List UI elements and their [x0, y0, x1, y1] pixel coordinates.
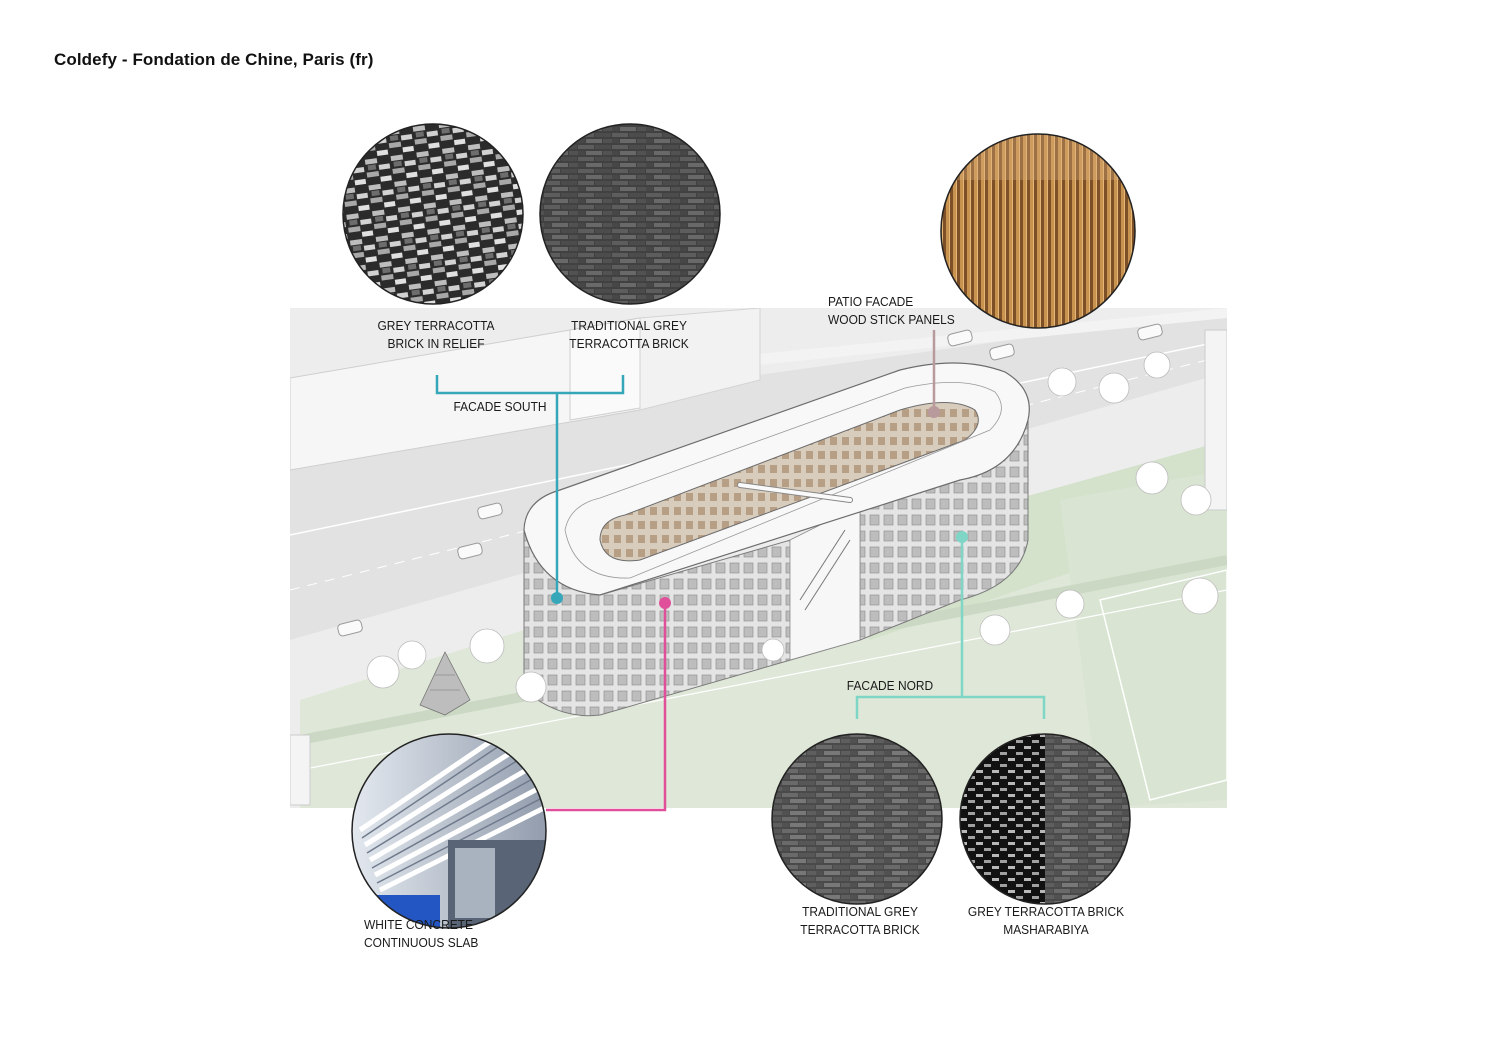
masharabiya-label-line1: GREY TERRACOTTA BRICK — [967, 904, 1125, 919]
wood-panels-label-line2: WOOD STICK PANELS — [828, 312, 955, 327]
traditional-brick-nord-label-line2: TERRACOTTA BRICK — [800, 922, 920, 937]
facade-nord-marker — [956, 531, 968, 543]
concrete-slab-label-line2: CONTINUOUS SLAB — [364, 935, 479, 950]
tree-icon — [366, 351, 1219, 703]
traditional-brick-nord-label: TRADITIONAL GREY TERRACOTTA BRICK — [777, 903, 943, 939]
car-icon — [337, 323, 1163, 637]
relief-brick-swatch — [342, 123, 524, 305]
facade-nord-leader — [855, 537, 1046, 719]
facade-south-leader — [435, 375, 625, 598]
patio-marker — [928, 406, 940, 418]
relief-brick-label: GREY TERRACOTTA BRICK IN RELIEF — [353, 317, 519, 353]
facade-south-label: FACADE SOUTH — [453, 399, 547, 414]
masharabiya-label-line2: MASHARABIYA — [1003, 922, 1089, 937]
traditional-brick-south-swatch — [539, 123, 721, 305]
traditional-brick-nord-swatch — [771, 733, 943, 905]
traditional-brick-south-label-line2: TERRACOTTA BRICK — [569, 336, 689, 351]
wood-panels-label-line1: PATIO FACADE — [828, 294, 914, 309]
concrete-slab-leader — [546, 603, 667, 812]
traditional-brick-south-label: TRADITIONAL GREY TERRACOTTA BRICK — [546, 317, 712, 353]
wood-panels-swatch — [940, 133, 1136, 329]
traditional-brick-south-label-line1: TRADITIONAL GREY — [571, 318, 687, 333]
page-title: Coldefy - Fondation de Chine, Paris (fr) — [54, 50, 374, 69]
facade-south-marker — [551, 592, 563, 604]
relief-brick-label-line1: GREY TERRACOTTA — [377, 318, 495, 333]
traditional-brick-nord-label-line1: TRADITIONAL GREY — [802, 904, 918, 919]
facade-nord-label: FACADE NORD — [846, 678, 934, 693]
relief-brick-label-line2: BRICK IN RELIEF — [387, 336, 485, 351]
concrete-slab-marker — [659, 597, 671, 609]
wood-panels-label: PATIO FACADE WOOD STICK PANELS — [828, 293, 955, 329]
concrete-slab-label-line1: WHITE CONCRETE — [364, 917, 473, 932]
masharabiya-label: GREY TERRACOTTA BRICK MASHARABIYA — [954, 903, 1138, 939]
concrete-slab-label: WHITE CONCRETE CONTINUOUS SLAB — [364, 916, 478, 952]
building-illustration — [523, 362, 1030, 717]
